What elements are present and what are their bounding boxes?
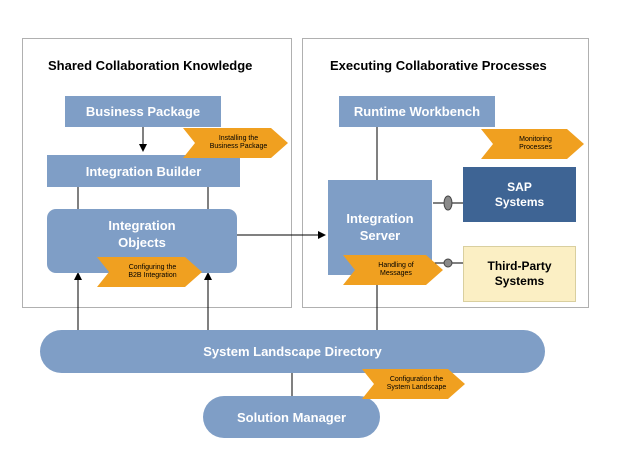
- third-adapter-icon: [443, 258, 453, 268]
- installing-business-package-tag: Installing the Business Package: [183, 128, 288, 158]
- sap-systems-label-2: Systems: [494, 194, 545, 209]
- sap-adapter-icon: [443, 195, 453, 211]
- config-sl-tag-line-1: Configuration the: [389, 376, 444, 383]
- runtime-workbench-label: Runtime Workbench: [353, 104, 481, 119]
- sap-systems-box: SAP Systems: [463, 167, 576, 222]
- configuring-tag-line-1: Configuring the: [128, 264, 177, 271]
- monitoring-processes-tag: Monitoring Processes: [481, 129, 584, 159]
- configuring-tag-line-2: B2B Integration: [128, 272, 177, 279]
- handling-tag-line-1: Handling of: [378, 262, 414, 269]
- installing-tag-line-2: Business Package: [209, 143, 268, 150]
- integration-builder-box: Integration Builder: [47, 155, 240, 187]
- configuration-system-landscape-tag: Configuration the System Landscape: [362, 369, 465, 399]
- sap-systems-label-1: SAP: [507, 179, 532, 194]
- shared-knowledge-title: Shared Collaboration Knowledge: [48, 58, 253, 73]
- monitoring-tag-line-2: Processes: [519, 144, 552, 151]
- third-party-label-2: Systems: [494, 274, 545, 288]
- third-party-systems-box: Third-Party Systems: [463, 246, 576, 302]
- config-sl-tag-line-2: System Landscape: [386, 384, 447, 391]
- solution-manager-box: Solution Manager: [203, 396, 380, 438]
- integration-server-label-1: Integration: [346, 211, 414, 226]
- third-party-label-1: Third-Party: [487, 259, 552, 273]
- runtime-workbench-box: Runtime Workbench: [339, 96, 495, 127]
- configuring-b2b-tag: Configuring the B2B Integration: [97, 257, 202, 287]
- integration-server-label-2: Server: [359, 228, 401, 243]
- handling-tag-line-2: Messages: [380, 270, 412, 277]
- sld-label: System Landscape Directory: [203, 344, 382, 359]
- monitoring-tag-line-1: Monitoring: [519, 136, 552, 143]
- solution-manager-label: Solution Manager: [236, 409, 347, 425]
- executing-processes-title: Executing Collaborative Processes: [330, 58, 547, 73]
- handling-messages-tag: Handling of Messages: [343, 255, 443, 285]
- integration-builder-label: Integration Builder: [85, 163, 202, 179]
- business-package-box: Business Package: [65, 96, 221, 127]
- system-landscape-directory-box: System Landscape Directory: [40, 330, 545, 373]
- integration-objects-label-2: Objects: [118, 235, 166, 250]
- business-package-label: Business Package: [85, 104, 201, 119]
- integration-objects-label-1: Integration: [108, 218, 176, 233]
- installing-tag-line-1: Installing the: [218, 135, 259, 142]
